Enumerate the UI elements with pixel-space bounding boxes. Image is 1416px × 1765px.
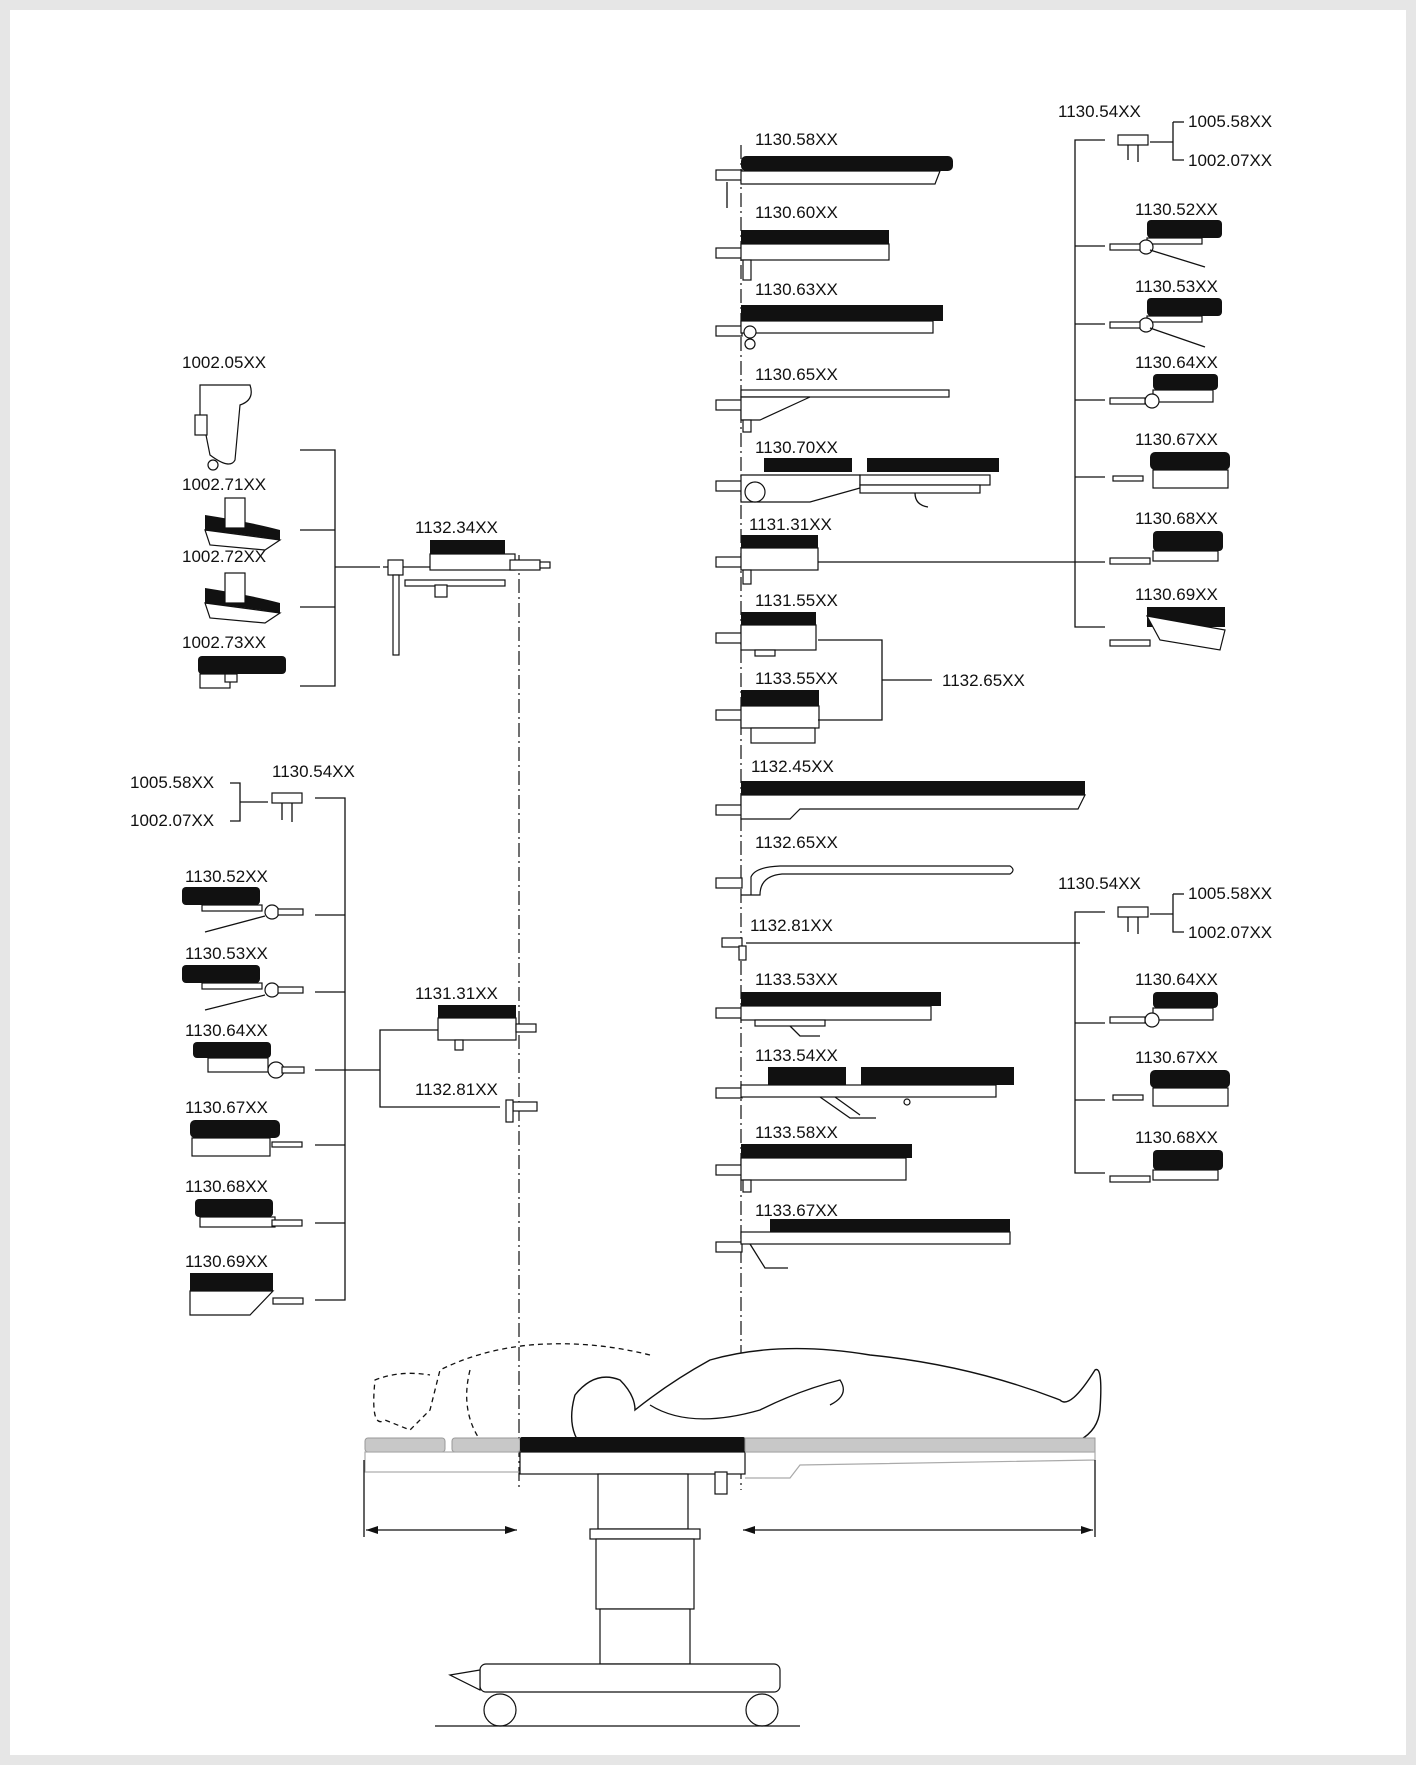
label-b-1130-53: 1130.53XX [185,944,268,963]
label-1002-73: 1002.73XX [182,633,266,652]
connector-1132-65: 1132.65XX [818,639,1025,721]
label-r2-1005-58: 1005.58XX [1188,884,1272,903]
label-1132-65: 1132.65XX [755,833,838,852]
patient-body [571,1347,1102,1452]
label-1130-60: 1130.60XX [755,203,838,222]
head-pad-ghost [364,1437,446,1453]
label-r2-1002-07: 1002.07XX [1188,923,1272,942]
patient-and-table [363,1343,1102,1727]
section-1130-58: 1130.58XX [715,130,953,208]
label-1131-55: 1131.55XX [755,591,838,610]
section-1132-81-right: 1132.81XX [721,916,1080,961]
section-1131-31-right: 1131.31XX [715,515,1105,585]
section-1133-53: 1133.53XX [715,970,941,1037]
label-r2-1130-68: 1130.68XX [1135,1128,1218,1147]
label-1132-45: 1132.45XX [751,757,834,776]
section-1130-70: 1130.70XX [715,438,999,508]
table-column [597,1473,689,1530]
clamp-icon [1117,134,1149,146]
left-bottom-accessory-group: 1005.58XX 1002.07XX 1130.54XX 1130.52XX … [130,762,380,1316]
label-r1-1130-64: 1130.64XX [1135,353,1218,372]
label-r1-1130-67: 1130.67XX [1135,430,1218,449]
right-top-accessory-group: 1130.54XX 1005.58XX 1002.07XX 1130.52XX … [1058,102,1272,651]
label-b-1130-68: 1130.68XX [185,1177,268,1196]
label-1133-58: 1133.58XX [755,1123,838,1142]
center-pad [520,1437,745,1452]
label-r1-1130-53: 1130.53XX [1135,277,1218,296]
label-1130-63: 1130.63XX [755,280,838,299]
label-1131-31-right: 1131.31XX [749,515,832,534]
label-b-1130-69: 1130.69XX [185,1252,268,1271]
label-m-1131-31: 1131.31XX [415,984,498,1003]
diagram-frame: 1130.58XX 1130.60XX 1130.63XX 1130.65XX [10,10,1406,1755]
label-r2-1130-64: 1130.64XX [1135,970,1218,989]
label-1002-05: 1002.05XX [182,353,266,372]
label-r1-1130-54: 1130.54XX [1058,102,1141,121]
label-1132-65-connector: 1132.65XX [942,671,1025,690]
label-1133-67: 1133.67XX [755,1201,838,1220]
leg-pad-ghost [744,1437,1096,1453]
label-1130-70: 1130.70XX [755,438,838,457]
middle-accessories: 1131.31XX 1132.81XX [379,984,538,1123]
label-r1-1005-58: 1005.58XX [1188,112,1272,131]
label-1133-53: 1133.53XX [755,970,838,989]
section-1132-45: 1132.45XX [715,757,1086,820]
operating-table-accessory-diagram: 1130.58XX 1130.60XX 1130.63XX 1130.65XX [130,102,1272,1727]
clamp-icon [1117,906,1149,918]
label-1002-71: 1002.71XX [182,475,266,494]
section-1133-58: 1133.58XX [715,1123,912,1193]
caster-right [745,1693,779,1727]
section-1130-63: 1130.63XX [715,280,943,350]
label-1132-34: 1132.34XX [415,518,498,537]
label-b-1005-58: 1005.58XX [130,773,214,792]
label-b-1130-67: 1130.67XX [185,1098,268,1117]
label-m-1132-81: 1132.81XX [415,1080,498,1099]
left-top-headrest-group: 1002.05XX 1002.71XX 1002.72XX 1002.73XX [182,353,380,689]
headrest-1002-05-icon [199,384,252,465]
label-r1-1130-69: 1130.69XX [1135,585,1218,604]
label-r2-1130-54: 1130.54XX [1058,874,1141,893]
label-b-1130-64: 1130.64XX [185,1021,268,1040]
section-1130-60: 1130.60XX [715,203,890,281]
clamp-icon [271,792,303,804]
caster-left [483,1693,517,1727]
adapter-1132-34: 1132.34XX [383,518,551,656]
section-1131-55: 1131.55XX [715,591,838,657]
label-1130-58: 1130.58XX [755,130,838,149]
label-1133-54: 1133.54XX [755,1046,838,1065]
section-1133-54: 1133.54XX [715,1046,1014,1119]
patient-outline-dashed [373,1343,651,1431]
label-r1-1002-07: 1002.07XX [1188,151,1272,170]
right-column-sections: 1130.58XX 1130.60XX 1130.63XX 1130.65XX [715,130,1105,1269]
label-b-1002-07: 1002.07XX [130,811,214,830]
label-r2-1130-67: 1130.67XX [1135,1048,1218,1067]
section-1130-65: 1130.65XX [715,365,950,433]
label-1002-72: 1002.72XX [182,547,266,566]
label-b-1130-52: 1130.52XX [185,867,268,886]
section-1133-67: 1133.67XX [715,1201,1011,1269]
section-1132-65: 1132.65XX [715,833,1014,896]
label-b-1130-54: 1130.54XX [272,762,355,781]
label-r1-1130-52: 1130.52XX [1135,200,1218,219]
table-base [479,1663,781,1693]
label-1132-81-right: 1132.81XX [750,916,833,935]
label-1130-65: 1130.65XX [755,365,838,384]
label-1133-55: 1133.55XX [755,669,838,688]
section-1133-55: 1133.55XX [715,669,838,744]
label-r1-1130-68: 1130.68XX [1135,509,1218,528]
right-bottom-accessory-group: 1130.54XX 1005.58XX 1002.07XX 1130.64XX … [1058,874,1272,1183]
